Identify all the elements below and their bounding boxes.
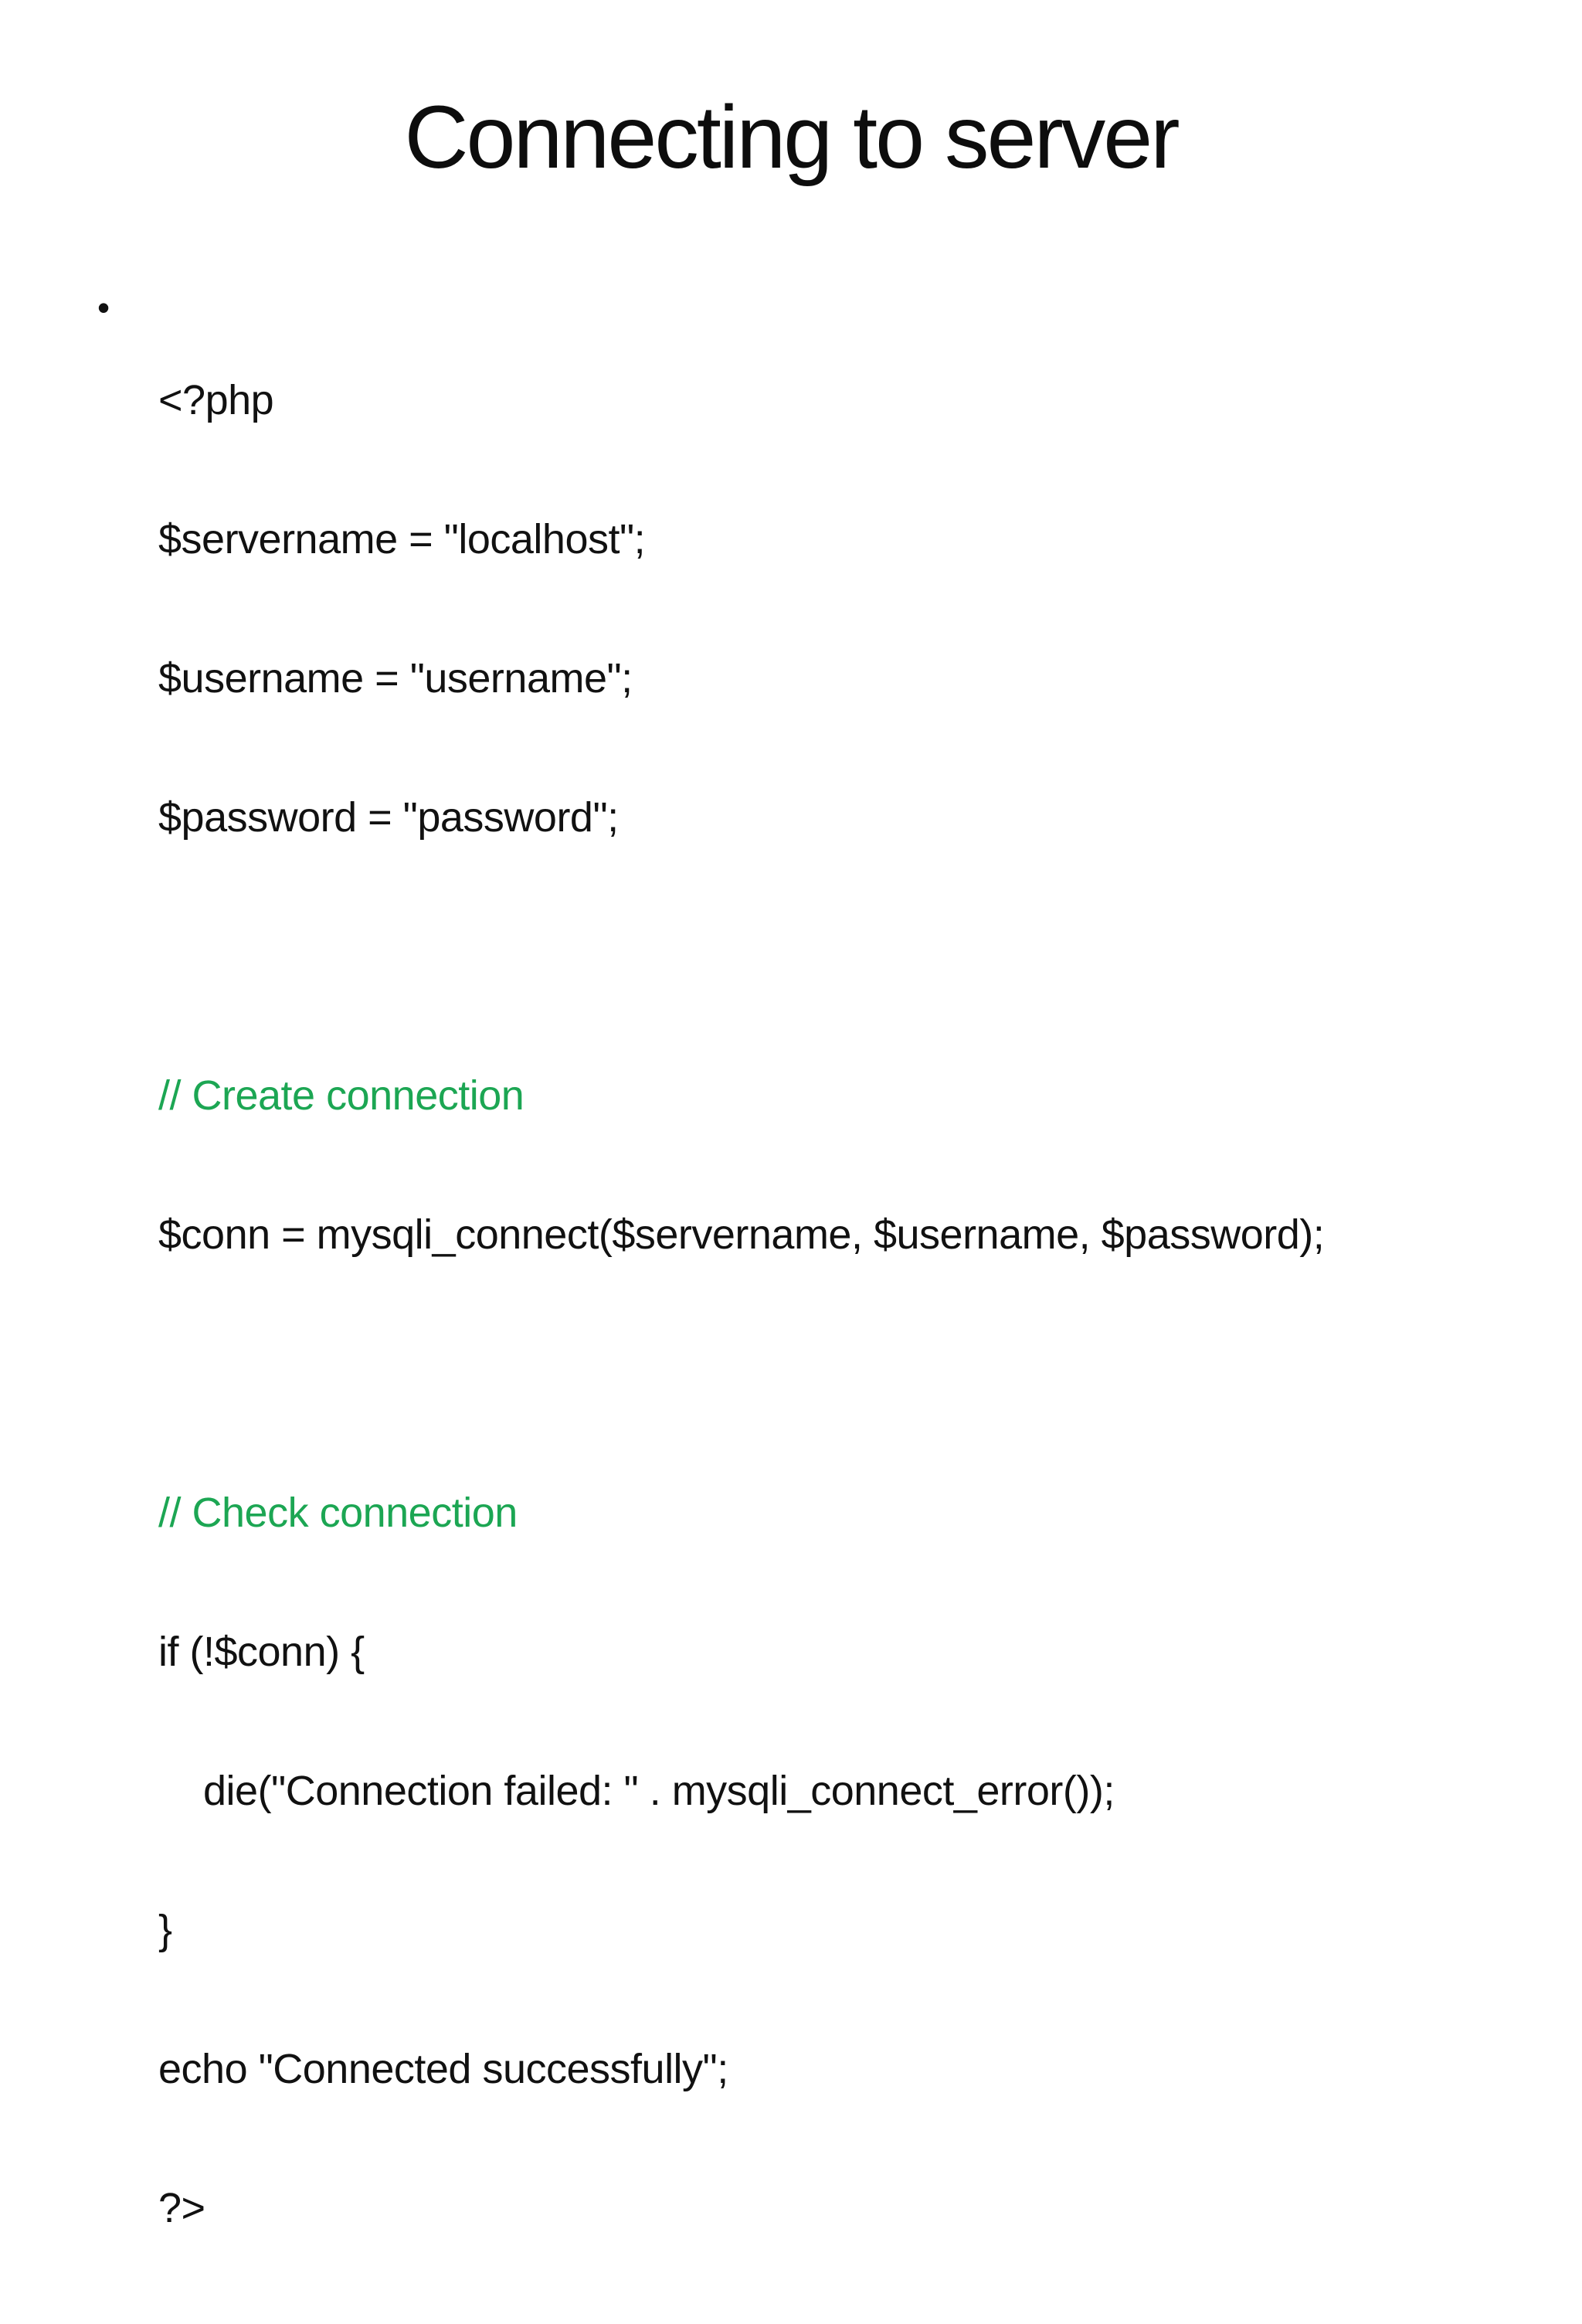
code-line: echo "Connected successfully"; (158, 2046, 728, 2092)
code-comment-line: // Check connection (158, 1490, 518, 1536)
code-line: <?php (158, 377, 274, 423)
slide-title: Connecting to server (404, 88, 1180, 187)
blank-line (158, 1351, 1324, 1397)
code-line: $username = "username"; (158, 655, 633, 702)
code-line: ?> (158, 2185, 205, 2231)
php-code-block: <?php $servername = "localhost"; $userna… (158, 284, 1325, 2324)
code-line: die("Connection failed: " . mysqli_conne… (158, 1768, 1115, 1814)
code-line: $servername = "localhost"; (158, 516, 646, 562)
code-line: if (!$conn) { (158, 1629, 365, 1675)
blank-line (158, 933, 1324, 980)
code-line: $password = "password"; (158, 794, 619, 841)
slide: Connecting to server • <?php $servername… (97, 88, 1325, 2231)
code-comment-line: // Create connection (158, 1072, 525, 1119)
bullet-marker: • (97, 287, 110, 328)
code-line: } (158, 1907, 172, 1953)
code-line: $conn = mysqli_connect($servername, $use… (158, 1211, 1325, 1258)
